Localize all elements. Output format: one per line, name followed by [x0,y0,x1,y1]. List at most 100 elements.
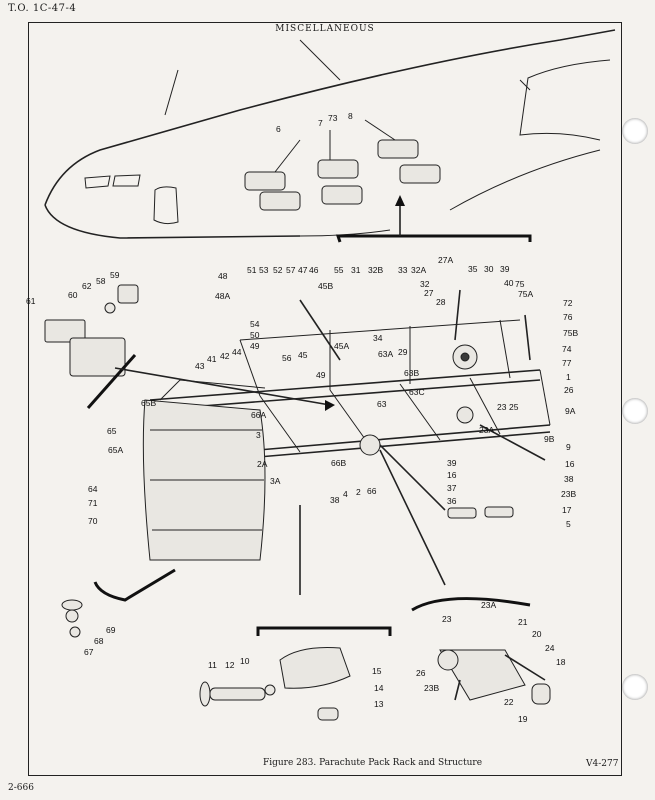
callout-number: 60 [68,290,78,300]
callout-number: 39 [447,458,457,468]
callout-number: 36 [447,496,457,506]
callout-number: 48 [218,271,228,281]
callout-number: 73 [328,113,338,123]
callout-number: 71 [88,498,98,508]
callout-number: 6 [276,124,281,134]
callout-number: 63 [377,399,387,409]
callout-number: 75 [515,279,525,289]
callout-number: 23 [442,614,452,624]
callout-number: 56 [282,353,292,363]
pack-rack-sets [244,119,441,211]
callout-number: 39 [500,264,510,274]
callout-number: 52 [273,265,283,275]
callout-number: 18 [556,657,566,667]
callout-number: 11 [208,660,217,670]
bellcrank-detail [437,649,551,705]
callout-number: 12 [225,660,235,670]
callout-number: 51 [247,265,257,275]
callout-number: 2 [356,487,361,497]
callout-number: 49 [250,341,260,351]
callout-number: 29 [398,347,408,357]
callout-number: 16 [447,470,457,480]
callout-number: 35 [468,264,478,274]
callout-number: 55 [334,265,344,275]
callout-number: 37 [447,483,457,493]
callout-number: 66 [367,486,377,496]
callout-number: 30 [484,264,494,274]
callout-number: 43 [195,361,205,371]
callout-number: 4 [343,489,348,499]
technical-order-number: T.O. 1C-47-4 [8,3,77,14]
callout-number: 48A [215,291,230,301]
callout-number: 15 [372,666,382,676]
callout-number: 25 [509,402,519,412]
callout-number: 10 [240,656,250,666]
callout-number: 23B [424,683,439,693]
callout-number: 67 [84,647,94,657]
callout-number: 45 [298,350,308,360]
callout-number: 47 [298,265,308,275]
callout-number: 9 [566,442,571,452]
callout-number: 75A [518,289,533,299]
callout-number: 64 [88,484,98,494]
callout-number: 46 [309,265,319,275]
aircraft-outline [44,29,616,239]
callout-number: 34 [373,333,383,343]
callout-number: 23A [479,425,494,435]
callout-number: 22 [504,697,514,707]
callout-number: 61 [26,296,36,306]
callout-number: 45B [318,281,333,291]
callout-number: 53 [259,265,269,275]
binder-hole-icon [622,398,648,424]
callout-number: 63C [409,387,425,397]
callout-number: 38 [564,474,574,484]
callout-number: 66B [331,458,346,468]
callout-number: 23B [561,489,576,499]
callout-number: 69 [106,625,116,635]
figure-caption: Figure 283. Parachute Pack Rack and Stru… [263,758,483,768]
callout-number: 57 [286,265,296,275]
callout-number: 16 [565,459,575,469]
callout-number: 17 [562,505,572,515]
callout-number: 7 [318,118,323,128]
callout-number: 65 [107,426,117,436]
callout-number: 21 [518,617,528,627]
main-structure [44,284,551,636]
callout-number: 45A [334,341,349,351]
callout-number: 19 [518,714,528,724]
callout-number: 54 [250,319,260,329]
callout-number: 9B [544,434,555,444]
callout-number: 49 [316,370,326,380]
callout-number: 27A [438,255,453,265]
binder-hole-icon [622,118,648,144]
callout-labels: 6 7 73 8 48 51 53 52 57 47 46 55 31 32B … [26,111,578,724]
callout-number: 24 [545,643,555,653]
callout-number: 40 [504,278,514,288]
callout-number: 77 [562,358,572,368]
callout-number: 23 [497,402,507,412]
callout-number: 27 [424,288,434,298]
callout-number: 70 [88,516,98,526]
callout-number: 1 [566,372,571,382]
callout-number: 23A [481,600,496,610]
callout-number: 58 [96,276,106,286]
callout-number: 32A [411,265,426,275]
callout-number: 68 [94,636,104,646]
callout-number: 33 [398,265,408,275]
page-number: 2-666 [8,783,34,793]
hardware-detail [61,599,83,638]
callout-number: 41 [207,354,217,364]
callout-number: 3 [256,430,261,440]
callout-number: 3A [270,476,281,486]
callout-number: 2A [257,459,268,469]
callout-number: 20 [532,629,542,639]
section-title: MISCELLANEOUS [29,16,621,35]
callout-number: 28 [436,297,446,307]
callout-number: 9A [565,406,576,416]
callout-number: 14 [374,683,384,693]
seat-detail [199,647,351,721]
callout-number: 32 [420,279,430,289]
callout-number: 32B [368,265,383,275]
callout-number: 38 [330,495,340,505]
